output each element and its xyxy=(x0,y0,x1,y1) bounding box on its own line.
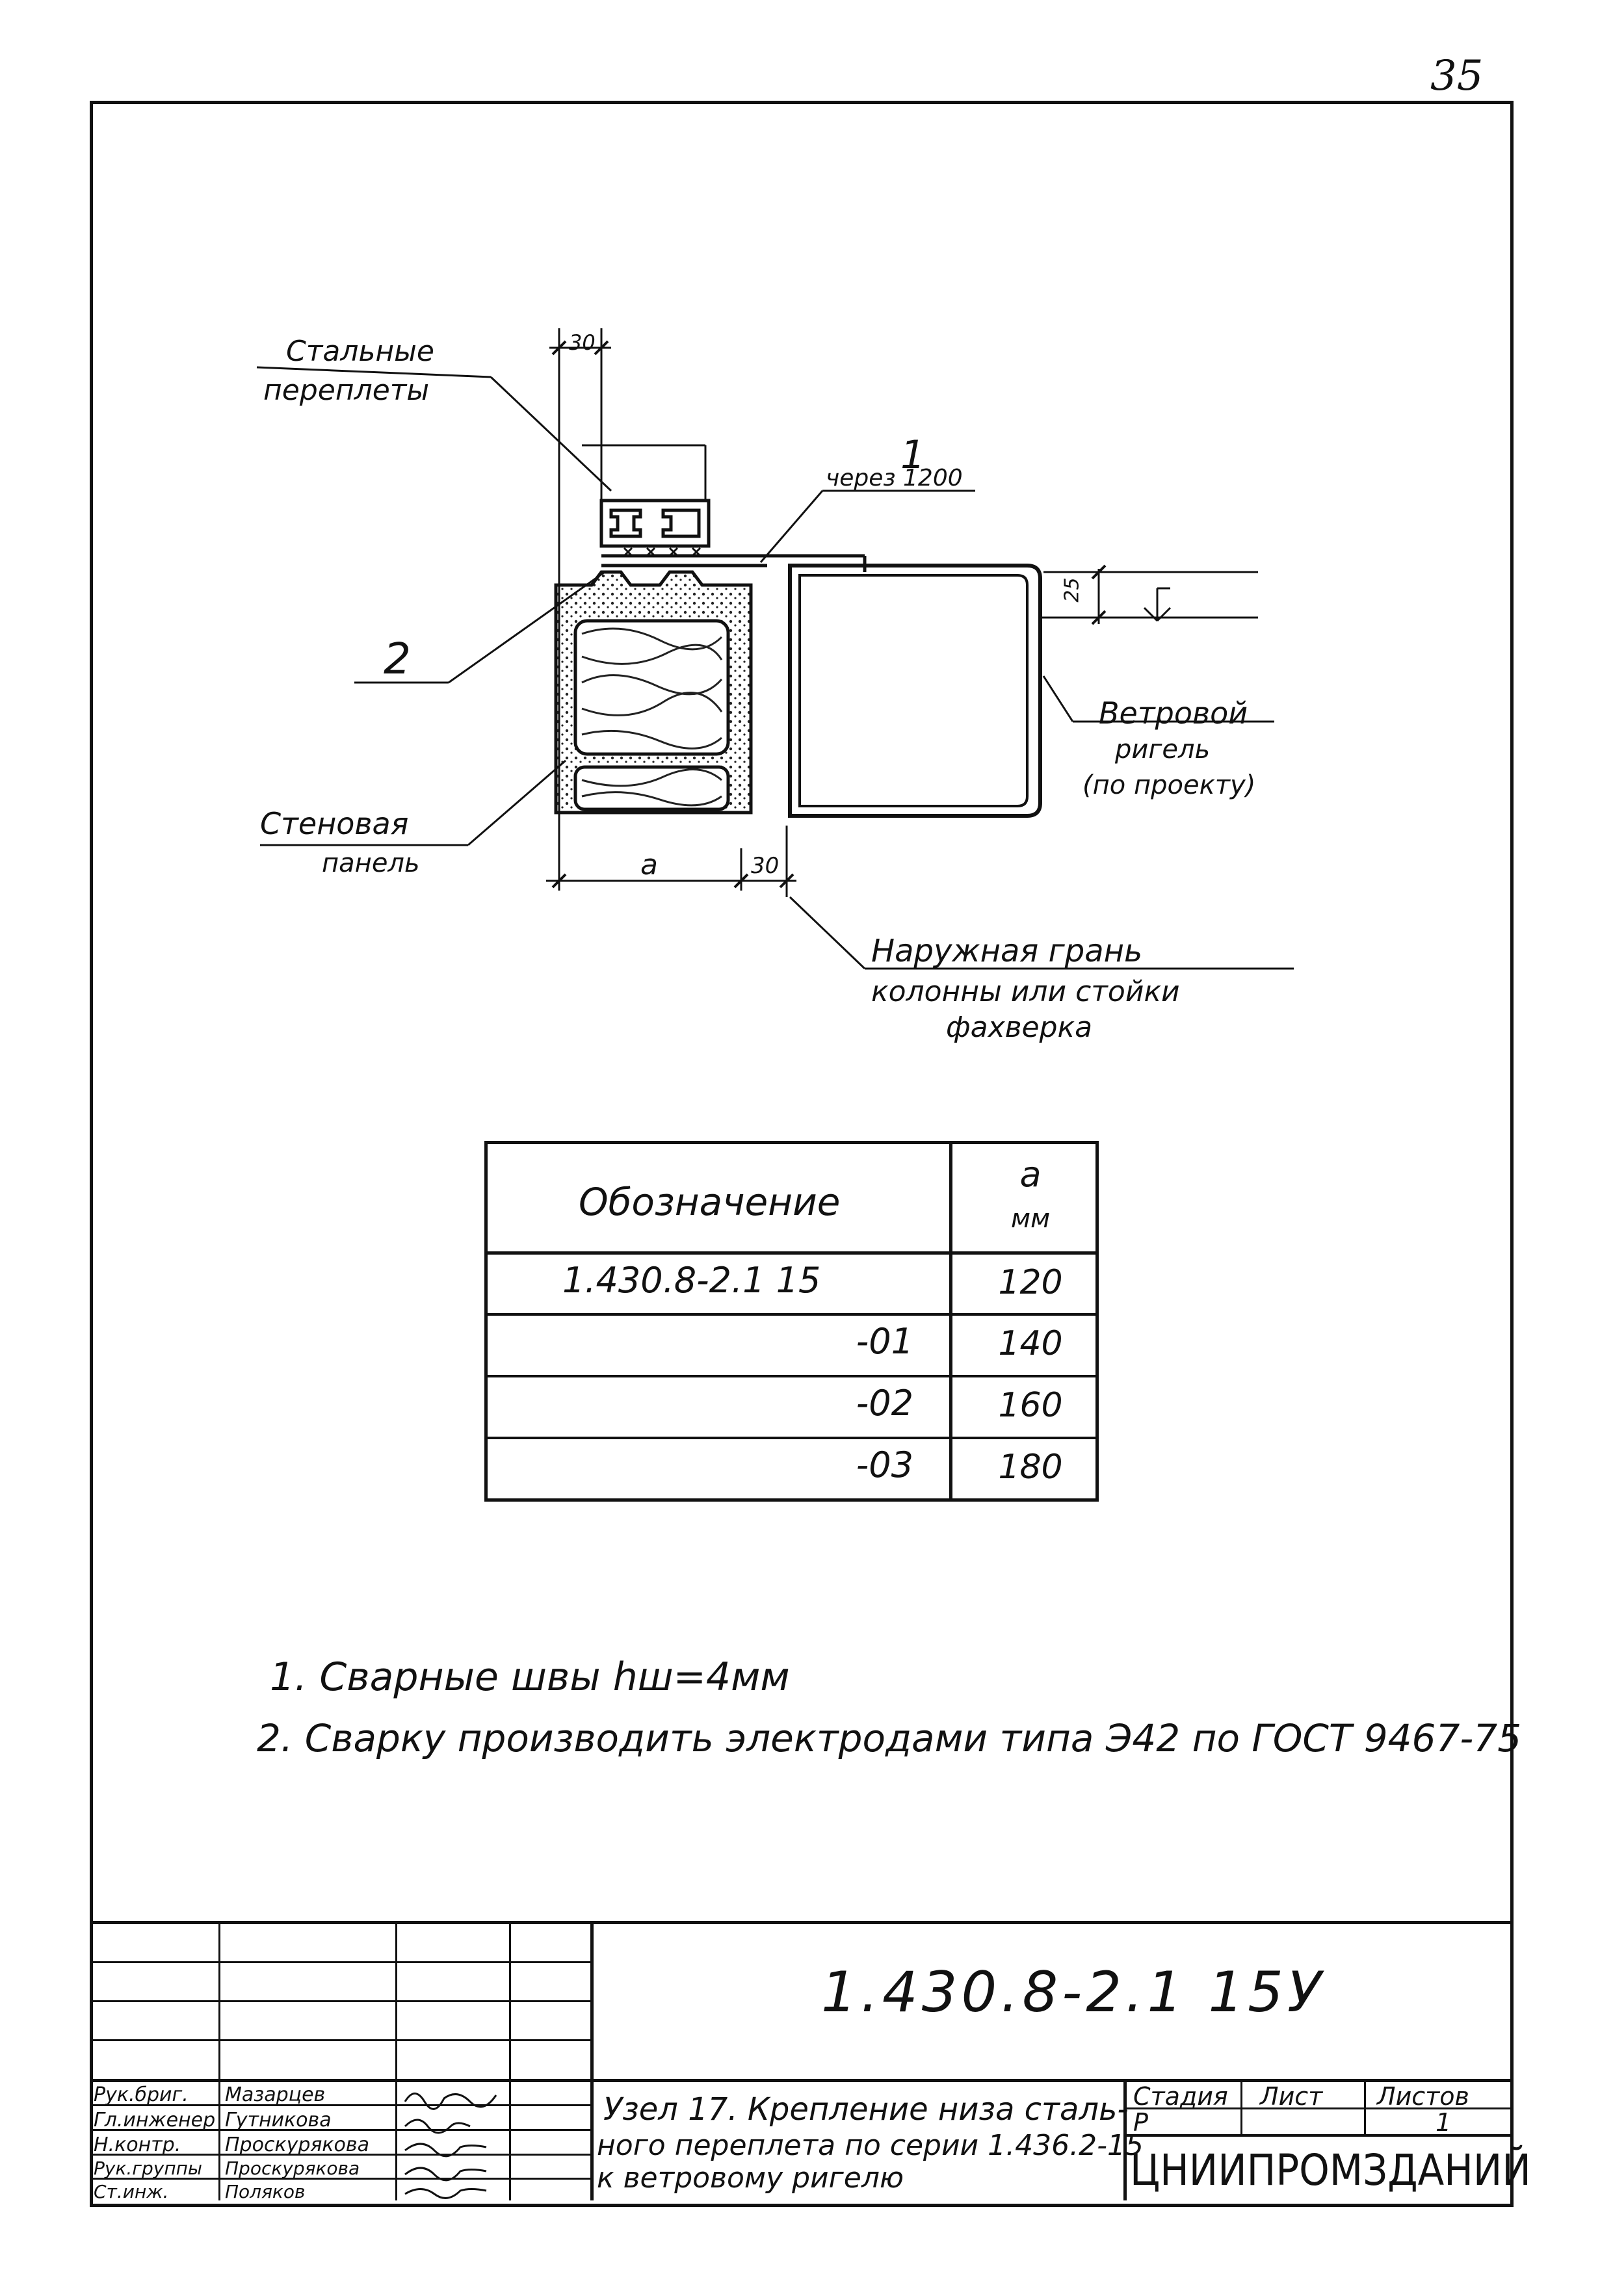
drawing-frame xyxy=(90,101,1514,2207)
callout-wall-panel-line1: Стеновая xyxy=(260,806,409,841)
callout-wind-girder-line1: Ветровой xyxy=(1099,696,1248,731)
page-number: 35 xyxy=(1430,52,1484,100)
table-row-designation: -03 xyxy=(856,1444,913,1485)
signature xyxy=(404,2119,471,2134)
sheet-title-line3: к ветровому ригелю xyxy=(597,2161,904,2195)
sheets-label: Листов xyxy=(1377,2082,1469,2111)
table-header-unit: мм xyxy=(1010,1204,1051,1234)
stage-value: Р xyxy=(1133,2108,1148,2137)
table-header-a: a xyxy=(1019,1154,1042,1195)
document-code: 1.430.8-2.1 15У xyxy=(821,1960,1326,2025)
stage-label: Стадия xyxy=(1133,2082,1228,2111)
callout-outer-face-line3: фахверка xyxy=(946,1011,1093,1044)
callout-wind-girder-line3: (по проекту) xyxy=(1082,770,1256,800)
table-row-a: 180 xyxy=(998,1448,1063,1487)
sheet-label: Лист xyxy=(1260,2082,1323,2111)
table-row-designation: -01 xyxy=(856,1321,913,1362)
sheet-title-line1: Узел 17. Крепление низа сталь- xyxy=(603,2091,1129,2128)
spec-table: Обозначение a мм 1.430.8-2.1 15 120 -01 … xyxy=(484,1141,1099,1502)
steel-frame-profile xyxy=(599,499,865,567)
person-role: Рук.бриг. xyxy=(94,2083,189,2106)
dimension-30-top: 30 xyxy=(569,330,596,355)
table-row-designation: -02 xyxy=(856,1383,913,1424)
callout-outer-face-line1: Наружная грань xyxy=(871,933,1143,969)
signature xyxy=(404,2093,497,2110)
person-name: Поляков xyxy=(225,2181,306,2202)
callout-item-1: 1 xyxy=(900,432,926,478)
callout-steel-frames-line2: переплеты xyxy=(263,374,430,407)
wind-girder xyxy=(788,556,1042,818)
person-name: Мазарцев xyxy=(225,2083,326,2106)
table-row-a: 120 xyxy=(998,1263,1063,1302)
organization-name: ЦНИИПРОМЗДАНИЙ xyxy=(1130,2145,1531,2195)
signatures xyxy=(404,2093,497,2199)
note-2: 2. Сварку производить электродами типа Э… xyxy=(257,1716,1522,1760)
dimension-a: a xyxy=(640,848,658,881)
signature xyxy=(404,2167,487,2182)
table-header-designation: Обозначение xyxy=(579,1180,841,1224)
node-drawing xyxy=(256,328,1294,970)
dimension-30-bottom: 30 xyxy=(751,853,780,879)
table-row-a: 160 xyxy=(998,1386,1063,1425)
callout-wind-girder-line2: ригель xyxy=(1115,735,1211,764)
person-name: Гутникова xyxy=(225,2109,332,2132)
dimension-25: 25 xyxy=(1060,577,1084,603)
person-name: Проскурякова xyxy=(225,2133,369,2156)
callout-wall-panel-line2: панель xyxy=(322,848,420,878)
person-role: Н.контр. xyxy=(94,2133,181,2156)
callout-steel-frames-line1: Стальные xyxy=(286,335,434,368)
person-name: Проскурякова xyxy=(225,2158,360,2179)
callout-item-1-note: через 1200 xyxy=(826,465,963,491)
title-block: 1.430.8-2.1 15У Узел 17. Крепление низа … xyxy=(90,1921,1531,2202)
table-row-designation: 1.430.8-2.1 15 xyxy=(562,1260,821,1301)
person-role: Гл.инженер xyxy=(94,2109,216,2132)
sheets-value: 1 xyxy=(1436,2108,1452,2137)
person-role: Ст.инж. xyxy=(94,2181,169,2202)
callout-item-2: 2 xyxy=(384,634,411,684)
callout-outer-face-line2: колонны или стойки xyxy=(871,975,1180,1008)
person-role: Рук.группы xyxy=(94,2158,203,2179)
wall-panel xyxy=(554,570,753,815)
signature xyxy=(404,2143,487,2158)
note-1: 1. Сварные швы hш=4мм xyxy=(270,1654,790,1700)
sheet-title-line2: ного переплета по серии 1.436.2-15 xyxy=(597,2129,1144,2162)
signature xyxy=(404,2188,487,2199)
table-row-a: 140 xyxy=(998,1324,1063,1363)
weld-marks xyxy=(623,547,702,557)
